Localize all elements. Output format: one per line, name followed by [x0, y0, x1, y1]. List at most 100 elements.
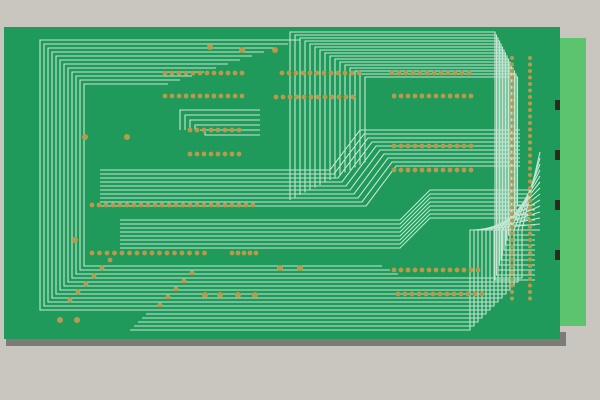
- solder-pad: [67, 297, 73, 303]
- solder-pad: [252, 292, 258, 298]
- solder-pad: [447, 143, 453, 149]
- trace: [339, 61, 535, 231]
- solder-pad: [119, 250, 125, 256]
- trace: [120, 209, 530, 241]
- solder-pad: [412, 93, 418, 99]
- solder-pad: [183, 70, 189, 76]
- solder-pad: [107, 257, 113, 263]
- solder-pad: [510, 231, 514, 236]
- solder-pad: [528, 225, 532, 229]
- solder-pad: [97, 250, 102, 256]
- solder-pad: [426, 167, 432, 173]
- solder-pad: [176, 70, 182, 76]
- solder-pad: [424, 70, 430, 76]
- solder-pad: [409, 291, 415, 297]
- solder-pad: [322, 94, 328, 100]
- solder-pad: [187, 250, 192, 256]
- solder-pad: [187, 151, 193, 157]
- solder-pad: [82, 134, 88, 140]
- solder-pad: [329, 94, 335, 100]
- solder-pad: [215, 202, 221, 208]
- solder-pad: [417, 70, 423, 76]
- solder-pad: [468, 93, 474, 99]
- solder-pad: [528, 127, 532, 132]
- solder-pad: [438, 70, 444, 76]
- solder-pad: [162, 70, 168, 76]
- solder-pad: [447, 267, 453, 273]
- solder-pad: [201, 151, 207, 157]
- solder-pad: [510, 114, 514, 119]
- solder-pad: [91, 273, 97, 279]
- solder-pad: [287, 94, 293, 100]
- solder-pad: [528, 186, 532, 190]
- solder-pad: [528, 95, 532, 99]
- solder-pad: [229, 202, 235, 208]
- solder-pad: [277, 265, 283, 271]
- solder-pad: [211, 70, 217, 76]
- solder-pad: [426, 267, 432, 273]
- solder-pad: [426, 93, 432, 99]
- solder-pad: [300, 70, 306, 76]
- solder-pad: [528, 179, 532, 184]
- solder-pad: [232, 70, 238, 76]
- solder-pad: [528, 270, 532, 275]
- solder-pad: [208, 202, 214, 208]
- solder-pad: [412, 267, 418, 273]
- solder-pad: [528, 231, 532, 236]
- solder-pad: [207, 44, 213, 50]
- solder-pad: [72, 237, 78, 243]
- trace: [184, 114, 260, 130]
- solder-pad: [510, 173, 514, 177]
- solder-pad: [398, 93, 404, 99]
- trace: [294, 34, 535, 276]
- solder-pad: [419, 267, 425, 273]
- trace: [120, 201, 530, 233]
- solder-pad: [528, 199, 532, 203]
- solder-pad: [510, 69, 514, 73]
- connector-contacts: [555, 100, 560, 260]
- solder-pad: [176, 93, 182, 99]
- solder-pad: [235, 292, 241, 298]
- solder-pad: [461, 267, 467, 273]
- solder-pad: [475, 267, 481, 273]
- solder-pad: [465, 291, 471, 297]
- solder-pad: [232, 93, 238, 99]
- trace: [100, 149, 520, 191]
- solder-pad: [297, 265, 303, 271]
- trace: [179, 109, 260, 130]
- solder-pad: [510, 134, 514, 138]
- solder-pad: [272, 47, 278, 53]
- solder-pad: [273, 94, 279, 100]
- solder-pad: [472, 291, 478, 297]
- solder-pad: [510, 88, 514, 93]
- solder-pad: [194, 151, 200, 157]
- solder-pad: [440, 143, 446, 149]
- solder-pad: [173, 202, 179, 208]
- solder-pad: [222, 202, 228, 208]
- solder-pad: [117, 202, 123, 208]
- solder-pad: [112, 250, 117, 256]
- trace: [100, 141, 520, 183]
- solder-pad: [528, 140, 532, 145]
- solder-pad: [403, 70, 409, 76]
- solder-pad: [528, 153, 532, 158]
- trace: [174, 163, 541, 287]
- connector-contact: [555, 250, 560, 260]
- solder-pad: [528, 160, 532, 164]
- solder-pad: [468, 167, 474, 173]
- solder-pad: [124, 202, 130, 208]
- trace: [120, 193, 530, 225]
- solder-pad: [215, 151, 221, 157]
- solder-pad: [391, 167, 397, 173]
- solder-pad: [342, 70, 348, 76]
- solder-pad: [194, 127, 200, 133]
- solder-pad: [510, 179, 514, 184]
- solder-pad: [402, 291, 408, 297]
- solder-pad: [396, 70, 402, 76]
- solder-pad: [202, 292, 208, 298]
- solder-pad: [307, 70, 313, 76]
- solder-pad: [236, 151, 242, 157]
- solder-pad: [142, 250, 147, 256]
- solder-pad: [208, 127, 214, 133]
- solder-pad: [103, 202, 109, 208]
